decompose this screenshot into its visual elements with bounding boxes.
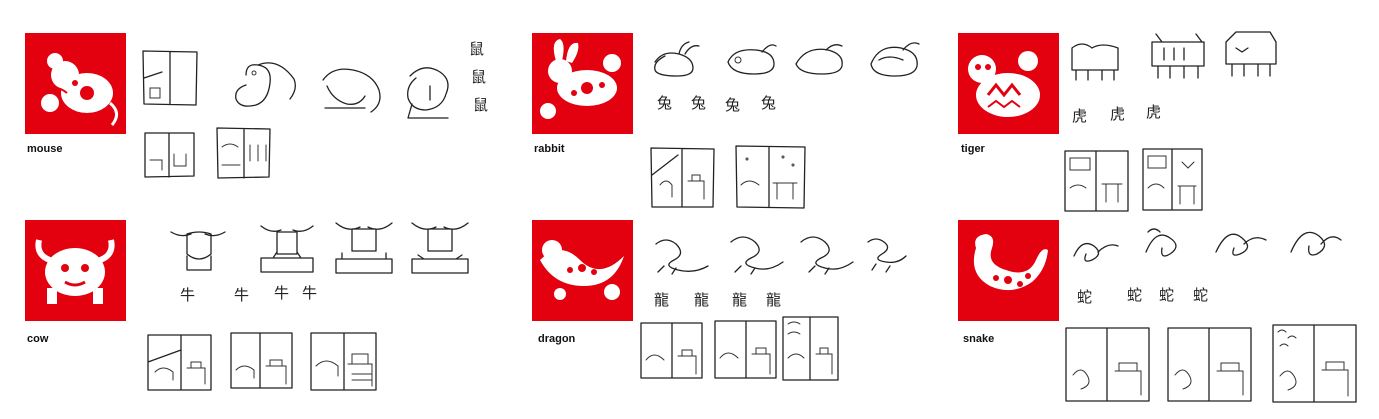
sketch-rabbit-1 [645,40,705,80]
glyph: 龍 [694,291,709,309]
glyph: 蛇 [1159,286,1174,304]
zodiac-label-cow: cow [27,333,49,345]
sketch-frame-tiger-4 [1062,148,1132,214]
sketch-frame-dragon-6 [712,318,780,382]
sketch-cow-4 [408,215,472,277]
papercut-snake-image [958,220,1059,321]
sketch-tiger-3 [1222,28,1282,78]
sketch-rabbit-2 [722,40,782,80]
sketch-snake-4 [1285,220,1345,264]
papercut-tiger-image [958,33,1059,134]
sketch-mouse-2 [228,55,298,115]
glyph: 牛 [274,284,289,302]
sketch-frame-snake-7 [1270,322,1360,406]
zodiac-label-snake: snake [963,333,995,345]
zodiac-label-dragon: dragon [538,333,576,345]
papercut-cow-image [25,220,126,321]
glyph: 兔 [725,96,740,114]
sketch-mouse-3 [315,60,385,120]
zodiac-label-tiger: tiger [961,143,985,155]
glyph: 蛇 [1193,286,1208,304]
glyph: 虎 [1072,107,1087,125]
zodiac-label-mouse: mouse [27,143,63,155]
sketch-snake-2 [1140,222,1196,262]
sketch-rabbit-4 [865,36,925,80]
sketch-frame-cow-6 [228,330,296,392]
glyph: 兔 [657,94,672,112]
papercut-mouse-image [25,33,126,134]
sketch-snake-3 [1210,222,1270,262]
sketch-frame-mouse-6 [214,125,274,181]
sketch-frame-snake-6 [1165,325,1255,405]
sketch-tiger-glyphs: 虎 虎 虎 [1068,95,1178,129]
glyph: 鼠 [469,40,484,58]
glyph: 牛 [302,284,317,302]
sketch-frame-snake-5 [1063,325,1153,405]
sketch-tiger-1 [1068,38,1128,84]
glyph: 虎 [1146,103,1161,121]
glyph: 兔 [691,94,706,112]
sketch-frame-dragon-5 [638,320,706,382]
glyph: 兔 [761,94,776,112]
sketch-mouse-glyphs: 鼠 鼠 鼠 [465,38,495,128]
sketch-frame-tiger-5 [1140,146,1206,214]
glyph: 蛇 [1127,286,1142,304]
sketch-mouse-4 [400,56,460,126]
sketch-rabbit-3 [790,40,850,80]
sketch-frame-mouse-5 [142,130,197,180]
sketch-frame-cow-7 [308,330,380,394]
sketch-dragon-2 [725,228,789,278]
glyph: 鼠 [471,68,486,86]
sketch-snake-1 [1068,232,1122,266]
glyph: 蛇 [1077,288,1092,306]
glyph: 龍 [766,291,781,309]
sketch-dragon-glyphs: 龍 龍 龍 龍 [652,285,792,315]
glyph: 牛 [234,286,249,304]
sketch-frame-dragon-7 [780,314,842,384]
sketch-cow-2 [255,218,319,276]
sketch-dragon-3 [795,228,859,278]
sketch-cow-glyphs: 牛 牛 牛 牛 [178,280,328,310]
papercut-rabbit-image [532,33,633,134]
sketch-dragon-4 [862,232,912,276]
sketch-frame-mouse-1 [140,48,200,108]
zodiac-label-rabbit: rabbit [534,143,565,155]
sketch-cow-1 [165,222,235,278]
glyph: 龍 [654,291,669,309]
sketch-frame-rabbit-6 [733,143,809,211]
sketch-cow-3 [332,215,396,277]
sketch-dragon-1 [650,232,714,280]
glyph: 龍 [732,291,747,309]
papercut-dragon-image [532,220,633,321]
glyph: 鼠 [473,96,488,114]
sketch-frame-cow-5 [145,332,215,392]
glyph: 虎 [1110,105,1125,123]
sketch-snake-glyphs: 蛇 蛇 蛇 蛇 [1075,280,1215,310]
sketch-frame-rabbit-5 [648,145,718,210]
sketch-rabbit-glyphs: 兔 兔 兔 兔 [655,88,795,118]
sketch-tiger-2 [1148,30,1212,80]
glyph: 牛 [180,286,195,304]
